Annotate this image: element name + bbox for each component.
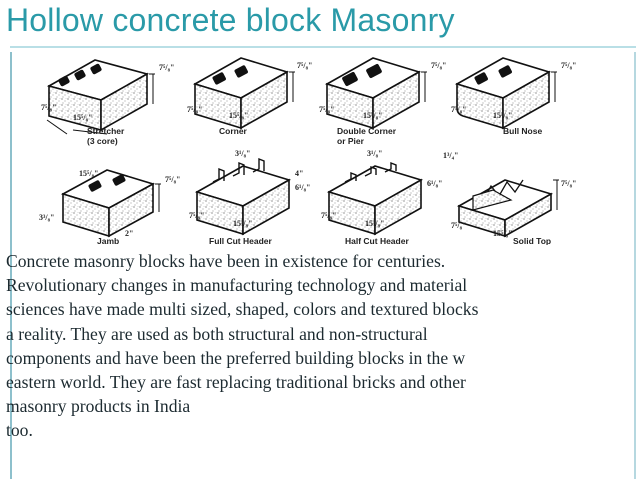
double-corner-dim-height: 7⁵/₈"	[431, 61, 446, 70]
half-cut-dim-top: 3¹/₈"	[367, 149, 382, 158]
solid-top-block	[456, 179, 559, 238]
stretcher-label: Stretcher	[87, 126, 125, 136]
jamb-dim-length: 15⁵/₈"	[79, 169, 98, 178]
half-cut-header-block	[326, 161, 424, 236]
jamb-label: Jamb	[97, 236, 119, 245]
jamb-dim-slot: 2"	[125, 229, 133, 238]
body-paragraph: Concrete masonry blocks have been in exi…	[6, 249, 634, 443]
jamb-dim-offset: 3³/₈"	[39, 213, 54, 222]
body-line: components and have been the preferred b…	[6, 347, 466, 368]
half-cut-dim-side: 6¹/₈"	[427, 179, 442, 188]
bull-nose-label: Bull Nose	[503, 126, 542, 136]
double-corner-sublabel: or Pier	[337, 136, 365, 146]
double-corner-label: Double Corner	[337, 126, 397, 136]
solid-top-dim-length: 15⁵/₈"	[493, 229, 512, 238]
jamb-block	[60, 169, 161, 238]
corner-dim-width: 7⁵/₈"	[187, 105, 202, 114]
bull-nose-block	[454, 57, 557, 130]
stretcher-dim-height: 7⁵/₈"	[159, 63, 174, 72]
bull-nose-dim-width: 7⁵/₈"	[451, 105, 466, 114]
half-cut-dim-cut: 1³/₄"	[443, 151, 458, 160]
full-cut-dim-length: 15⁵/₈"	[233, 219, 252, 228]
half-cut-dim-length: 15⁵/₈"	[365, 219, 384, 228]
double-corner-block	[324, 57, 427, 130]
body-line: eastern world. They are fast replacing t…	[6, 372, 466, 393]
half-cut-header-label: Half Cut Header	[345, 236, 409, 245]
corner-dim-length: 15⁵/₈"	[229, 111, 248, 120]
slide-title: Hollow concrete block Masonry	[6, 2, 455, 38]
block-types-figure: 7⁵/₈" 7⁵/₈" 15⁵/₈" Stretcher (3 core) 7⁵…	[37, 50, 593, 245]
corner-dim-height: 7⁵/₈"	[297, 61, 312, 70]
stretcher-block	[46, 59, 155, 135]
solid-top-label: Solid Top	[513, 236, 551, 245]
solid-top-dim-width: 7⁵/₈"	[451, 221, 466, 230]
stretcher-dim-width: 7⁵/₈"	[41, 103, 56, 112]
solid-top-dim-height: 7⁵/₈"	[561, 179, 576, 188]
left-accent-rule	[10, 52, 12, 479]
double-corner-dim-length: 15⁵/₈"	[363, 111, 382, 120]
body-line: masonry products in India	[6, 396, 191, 417]
full-cut-dim-side: 6¹/₈"	[295, 183, 310, 192]
full-cut-dim-cut: 4"	[295, 169, 303, 178]
corner-label: Corner	[219, 126, 248, 136]
body-line: Revolutionary changes in manufacturing t…	[6, 275, 468, 296]
full-cut-dim-top: 3¹/₈"	[235, 149, 250, 158]
full-cut-header-block	[194, 157, 292, 236]
full-cut-dim-width: 7⁵/₈"	[189, 211, 204, 220]
body-line: too.	[6, 420, 33, 441]
body-line: Concrete masonry blocks have been in exi…	[6, 251, 446, 271]
double-corner-dim-width: 7⁵/₈"	[319, 105, 334, 114]
right-accent-rule	[634, 52, 636, 479]
body-line: a reality. They are used as both structu…	[6, 323, 428, 344]
stretcher-dim-length: 15⁵/₈"	[73, 113, 92, 122]
stretcher-sublabel: (3 core)	[87, 136, 118, 146]
corner-block	[192, 57, 295, 130]
body-line: sciences have made multi sized, shaped, …	[6, 299, 479, 320]
title-underline	[10, 46, 636, 48]
full-cut-header-label: Full Cut Header	[209, 236, 273, 245]
bull-nose-dim-height: 7⁵/₈"	[561, 61, 576, 70]
half-cut-dim-width: 7⁵/₈"	[321, 211, 336, 220]
bull-nose-dim-length: 15⁵/₈"	[493, 111, 512, 120]
jamb-dim-height: 7⁵/₈"	[165, 175, 180, 184]
